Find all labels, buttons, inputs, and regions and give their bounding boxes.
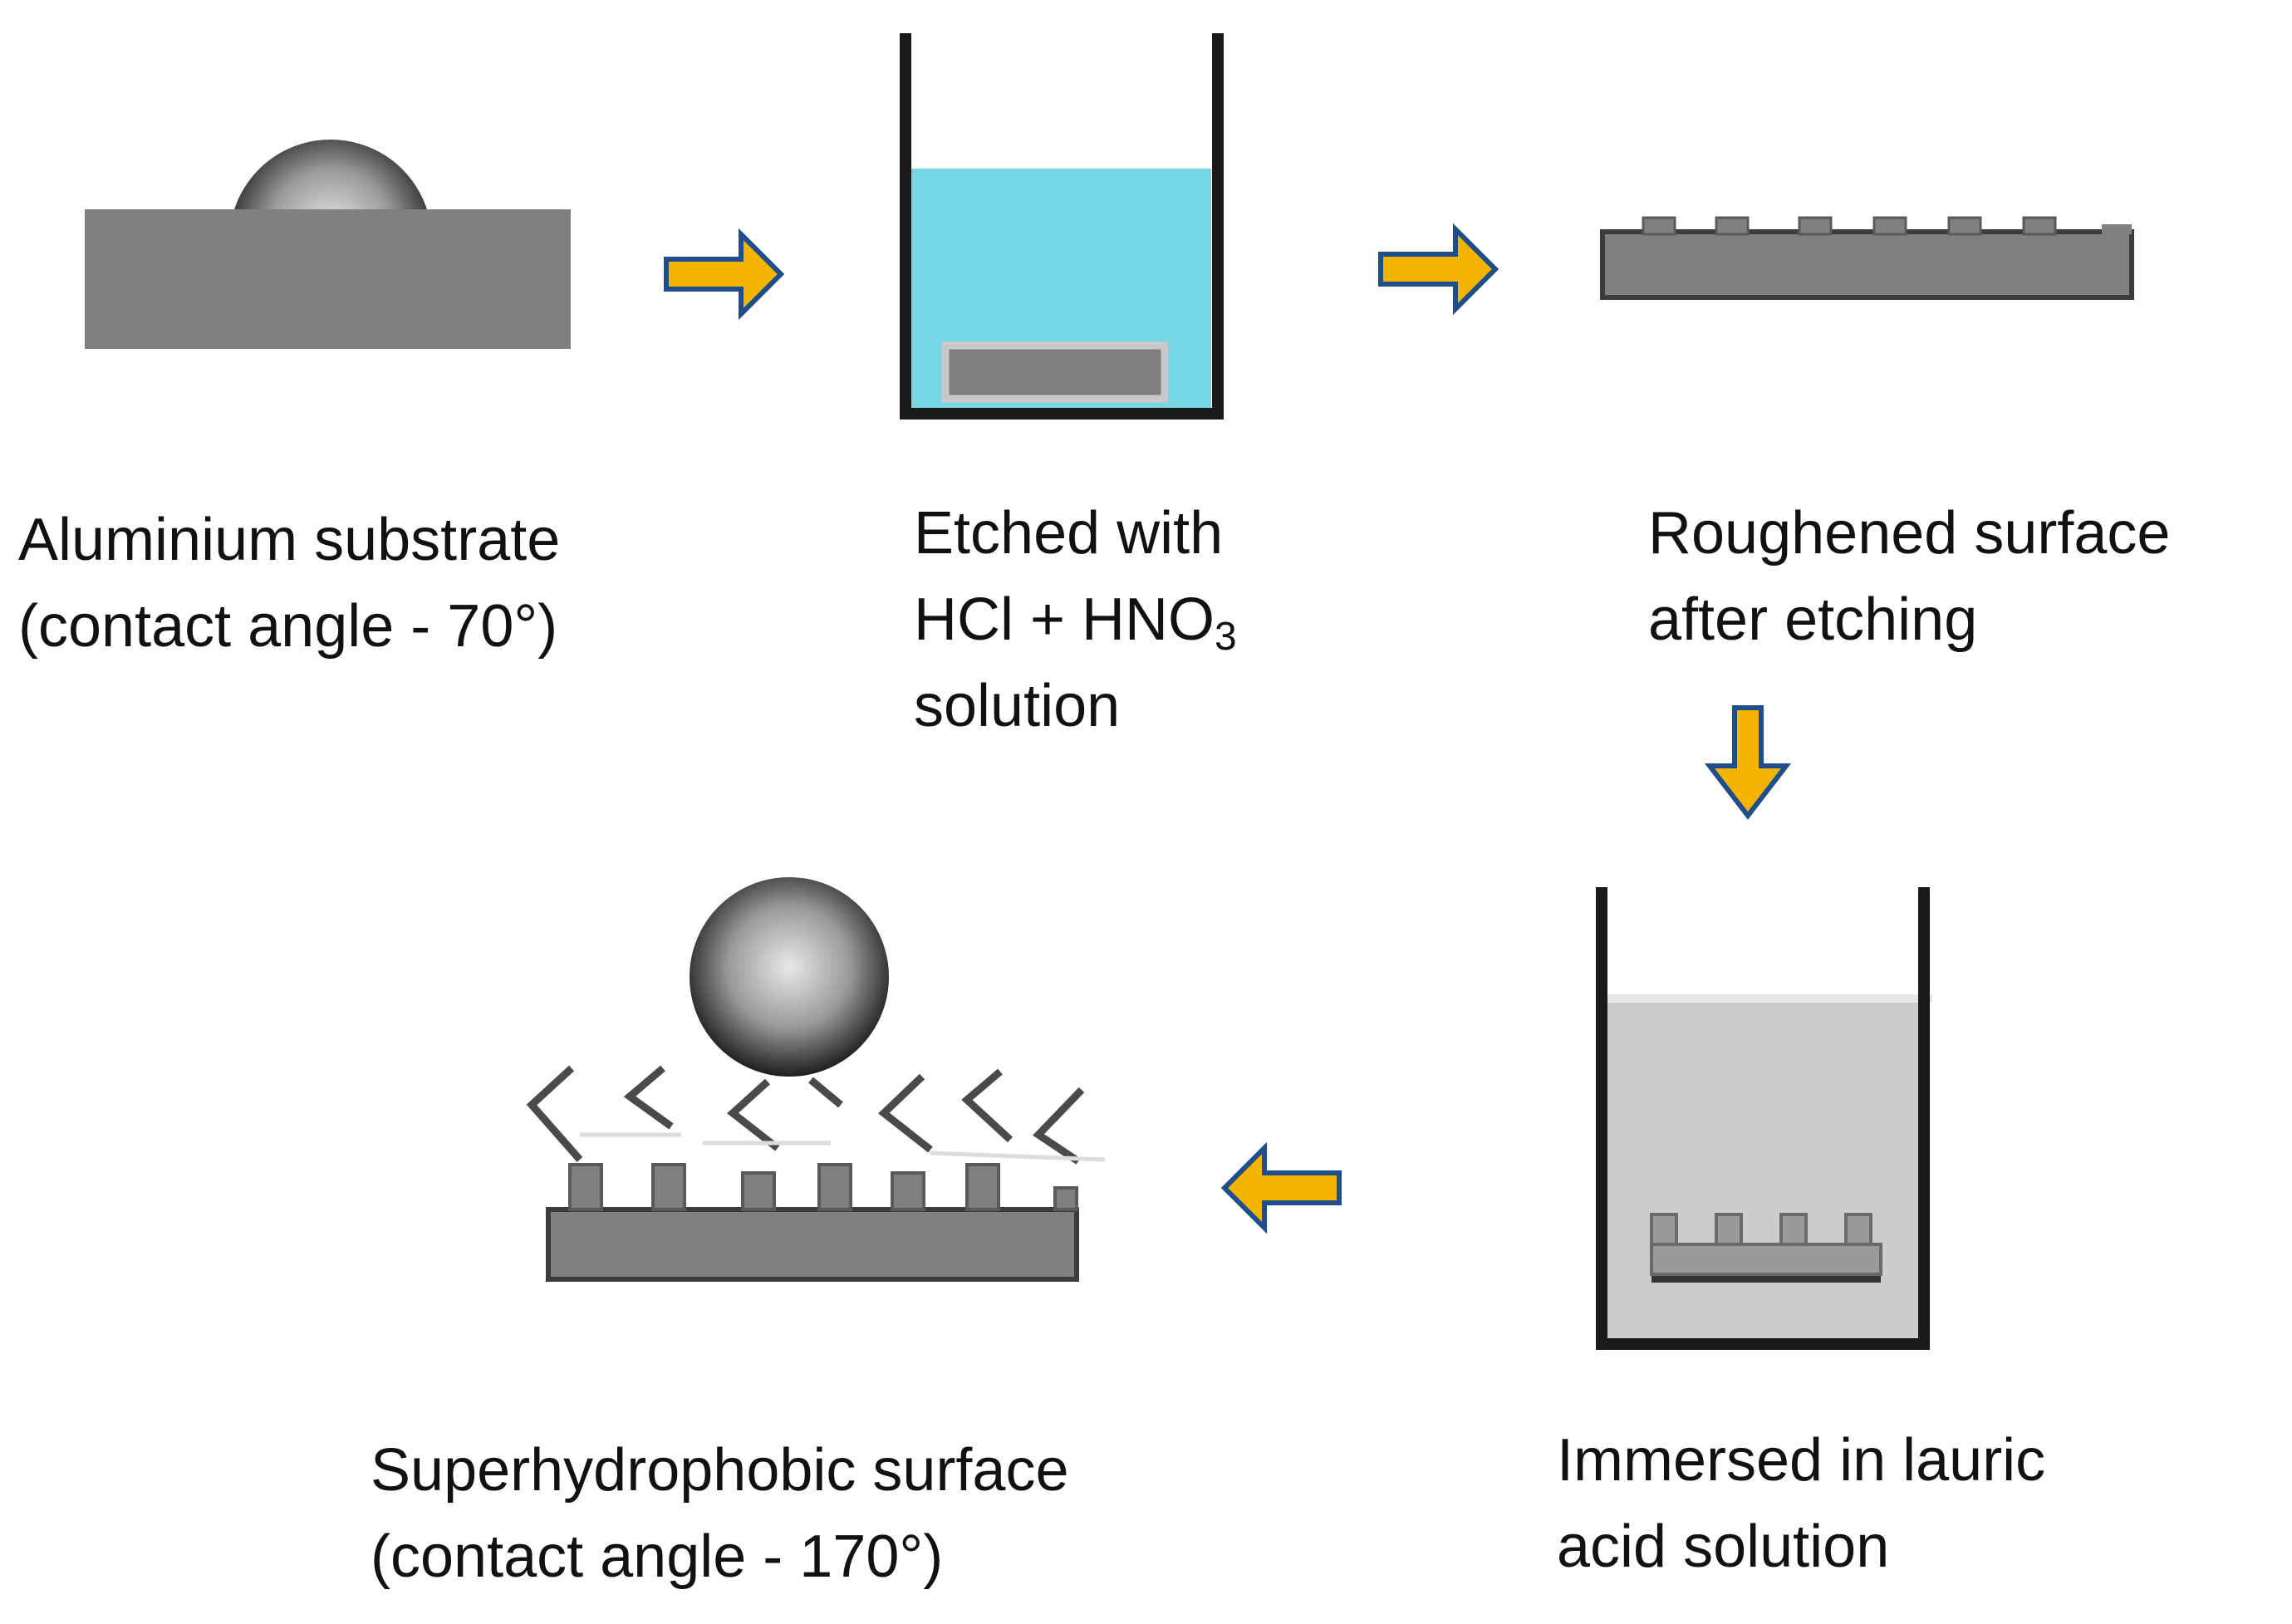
immersed-plate (941, 341, 1169, 403)
beaker-wall (900, 33, 1224, 419)
superhydrophobic-label-line2: (contact angle - 170°) (371, 1523, 944, 1590)
arrow-left-icon (1220, 1141, 1342, 1234)
immersion-label-line1: Immersed in lauric (1557, 1427, 2046, 1494)
chain-base-line (580, 1132, 1106, 1162)
superhydrophobic-label-line1: Superhydrophobic surface (371, 1437, 1069, 1504)
roughened-label-line1: Roughened surface (1648, 500, 2171, 567)
lauric-acid-chains (526, 1065, 1085, 1165)
roughened-label-line2: after etching (1648, 586, 1978, 653)
step-label-roughened: Roughened surface after etching (1648, 490, 2170, 663)
arrow-down-icon (1704, 705, 1792, 820)
etching-chemical-text: HCl + HNO (914, 586, 1215, 653)
step-label-etching: Etched with HCl + HNO3 solution (914, 490, 1237, 749)
step-label-immersion: Immersed in lauric acid solution (1557, 1417, 2045, 1590)
arrow-right-icon (1378, 223, 1499, 316)
water-droplet-high-angle (690, 877, 889, 1077)
aluminium-plate (85, 209, 571, 349)
substrate-label-line1: Aluminium substrate (18, 507, 561, 573)
substrate-illustration (85, 140, 571, 349)
etching-label-line3: solution (914, 673, 1121, 739)
step-label-superhydrophobic: Superhydrophobic surface (contact angle … (371, 1427, 1069, 1600)
beaker-wall (1596, 887, 1930, 1350)
lauric-acid-beaker (1596, 887, 1932, 1350)
arrow-right-icon (664, 228, 785, 321)
immersion-label-line2: acid solution (1557, 1514, 1890, 1580)
etching-label-line1: Etched with (914, 500, 1224, 567)
nitrate-subscript: 3 (1215, 615, 1237, 659)
etching-label-line2: HCl + HNO3 (914, 576, 1237, 663)
lauric-solution (1603, 998, 1922, 1341)
etching-beaker (900, 33, 1224, 419)
substrate-label-line2: (contact angle - 70°) (18, 593, 558, 660)
roughened-plate (1600, 216, 2134, 300)
superhydrophobic-illustration (526, 877, 1106, 1282)
step-label-substrate: Aluminium substrate (contact angle - 70°… (18, 497, 560, 670)
treated-plate (546, 1207, 1079, 1282)
